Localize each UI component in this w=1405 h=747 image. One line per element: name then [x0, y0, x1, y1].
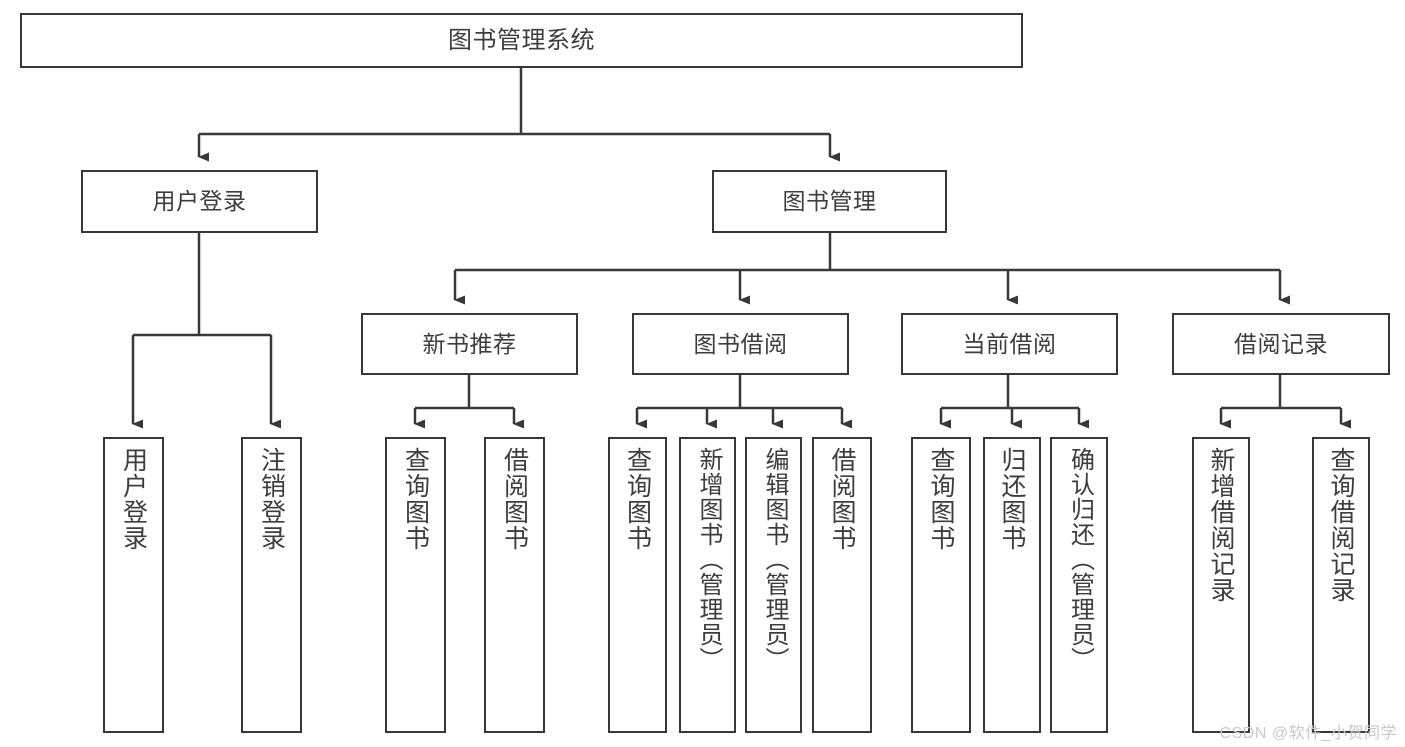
leaf-user-logout[interactable]: 注销登录	[241, 437, 302, 733]
leaf-borrow-book-rec-label: 借阅图书	[500, 447, 529, 551]
leaf-query-book-rec[interactable]: 查询图书	[385, 437, 446, 733]
node-root[interactable]: 图书管理系统	[20, 13, 1023, 68]
watermark: CSDN @软件_小贺同学	[1219, 725, 1397, 742]
leaf-add-borrow-record-label: 新增借阅记录	[1207, 447, 1235, 603]
node-borrow-record[interactable]: 借阅记录	[1172, 313, 1390, 375]
node-current-borrow[interactable]: 当前借阅	[901, 313, 1118, 375]
node-book-borrow-label: 图书借阅	[693, 330, 788, 357]
node-root-label: 图书管理系统	[448, 26, 595, 54]
node-user-login-label: 用户登录	[152, 188, 247, 215]
leaf-confirm-return-admin-label: 确认归还（管理员）	[1066, 447, 1094, 672]
leaf-query-book-rec-label: 查询图书	[401, 447, 430, 551]
leaf-return-book-label: 归还图书	[998, 447, 1026, 551]
node-borrow-record-label: 借阅记录	[1234, 330, 1328, 357]
leaf-edit-book-admin[interactable]: 编辑图书（管理员）	[745, 437, 802, 733]
leaf-edit-book-admin-label: 编辑图书（管理员）	[760, 447, 788, 672]
leaf-user-login-label: 用户登录	[119, 447, 148, 551]
leaf-return-book[interactable]: 归还图书	[983, 437, 1041, 733]
node-current-borrow-label: 当前借阅	[962, 330, 1057, 357]
leaf-add-book-admin-label: 新增图书（管理员）	[694, 447, 722, 672]
leaf-confirm-return-admin[interactable]: 确认归还（管理员）	[1050, 437, 1108, 733]
leaf-add-book-admin[interactable]: 新增图书（管理员）	[679, 437, 736, 733]
node-new-book-recommend[interactable]: 新书推荐	[361, 313, 578, 375]
leaf-user-logout-label: 注销登录	[257, 447, 286, 551]
leaf-query-book-cb[interactable]: 查询图书	[911, 437, 971, 733]
leaf-add-borrow-record[interactable]: 新增借阅记录	[1192, 437, 1250, 733]
leaf-borrow-book-bb-label: 借阅图书	[828, 447, 856, 551]
leaf-borrow-book-bb[interactable]: 借阅图书	[812, 437, 872, 733]
leaf-query-book-bb-label: 查询图书	[623, 447, 652, 551]
node-user-login[interactable]: 用户登录	[81, 170, 318, 233]
node-book-manage-label: 图书管理	[782, 188, 877, 215]
leaf-query-book-bb[interactable]: 查询图书	[608, 437, 667, 733]
node-book-manage[interactable]: 图书管理	[712, 170, 947, 233]
leaf-query-borrow-record-label: 查询借阅记录	[1327, 447, 1355, 603]
leaf-query-book-cb-label: 查询图书	[927, 447, 955, 551]
node-new-book-recommend-label: 新书推荐	[422, 330, 517, 357]
node-book-borrow[interactable]: 图书借阅	[632, 313, 849, 375]
leaf-borrow-book-rec[interactable]: 借阅图书	[484, 437, 545, 733]
leaf-query-borrow-record[interactable]: 查询借阅记录	[1312, 437, 1370, 733]
leaf-user-login[interactable]: 用户登录	[103, 437, 164, 733]
